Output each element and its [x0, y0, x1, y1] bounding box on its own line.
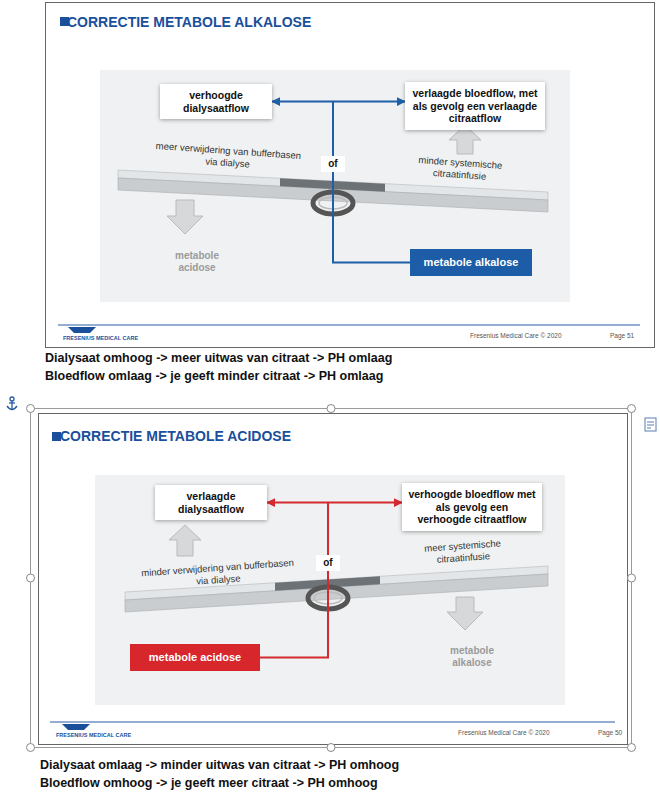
beam-text: minder verwijdering van bufferbasen via …	[137, 556, 298, 591]
flow-box: verlaagde dialysaatflow	[155, 485, 267, 520]
connector-stub	[327, 503, 329, 555]
double-arrow	[267, 502, 402, 504]
footer-rule	[58, 325, 640, 326]
note-text: Dialysaat omlaag -> minder uitwas van ci…	[40, 758, 399, 772]
anchor-icon	[7, 397, 17, 410]
page-number: Page 51	[610, 332, 634, 339]
logo-text: FRESENIUS MEDICAL CARE	[63, 335, 138, 341]
footer-rule	[50, 722, 615, 723]
note-text: Bloedflow omhoog -> je geeft meer citraa…	[40, 776, 378, 790]
slide-frame: CORRECTIE METABOLE ACIDOSE minder verwijd…	[38, 413, 628, 745]
selection-frame	[31, 409, 632, 748]
flow-box: verhoogde bloedflow met als gevolg een v…	[402, 483, 542, 531]
panel-ground	[100, 70, 570, 302]
logo-text: FRESENIUS MEDICAL CARE	[56, 732, 131, 738]
slide-frame: CORRECTIE METABOLE ALKALOSE meer verwijde…	[45, 2, 655, 348]
box-text: of	[323, 158, 343, 170]
slide-title: CORRECTIE METABOLE ALKALOSE	[67, 14, 311, 30]
box-text: verlaagde dialysaatflow	[161, 490, 261, 515]
layout-options-icon	[645, 418, 656, 431]
selection-handles	[27, 405, 636, 752]
double-arrow	[272, 101, 405, 103]
connector-line	[260, 571, 328, 658]
outcome-text: metabole alkalose	[440, 645, 504, 669]
footer-text: Fresenius Medical Care © 2020	[458, 729, 550, 736]
box-text: metabole acidose	[136, 651, 254, 664]
footer-text: Fresenius Medical Care © 2020	[470, 332, 562, 339]
title-marker	[52, 432, 61, 441]
flow-box: verlaagde bloedflow, met als gevolg een …	[405, 82, 545, 130]
slide-title: CORRECTIE METABOLE ACIDOSE	[60, 428, 291, 444]
slide-frame	[39, 414, 628, 745]
down-arrow	[447, 597, 483, 630]
flow-box: verhoogde dialysaatflow	[160, 84, 272, 119]
outcome-text: metabole acidose	[165, 250, 229, 274]
box-text: verhoogde dialysaatflow	[166, 89, 266, 114]
outcome-box: metabole acidose	[130, 644, 260, 671]
box-text: verlaagde bloedflow, met als gevolg een …	[411, 87, 539, 125]
connector-stub	[332, 102, 334, 156]
logo-mark	[68, 327, 96, 333]
beam-text: meer systemische citraatinfusie	[402, 536, 523, 568]
page-number: Page 50	[598, 729, 622, 736]
box-text: verhoogde bloedflow met als gevolg een v…	[408, 488, 536, 526]
seesaw-beam-side	[125, 574, 548, 612]
up-arrow	[169, 525, 201, 556]
outcome-box: metabole alkalose	[410, 249, 532, 276]
slide-frame	[46, 3, 655, 348]
note-text: Dialysaat omhoog -> meer uitwas van citr…	[45, 351, 392, 365]
connector-line	[333, 172, 410, 263]
or-box: of	[321, 156, 345, 172]
or-box: of	[316, 555, 340, 571]
box-text: of	[318, 557, 338, 569]
beam-text: minder systemische citraatinfusie	[399, 153, 520, 185]
panel-ground	[95, 475, 565, 705]
note-text: Bloedflow omlaag -> je geeft minder citr…	[45, 369, 383, 383]
box-text: metabole alkalose	[416, 256, 526, 269]
beam-text: meer verwijdering van bufferbasen via di…	[147, 139, 308, 174]
logo-mark	[62, 724, 90, 730]
down-arrow	[167, 200, 203, 234]
